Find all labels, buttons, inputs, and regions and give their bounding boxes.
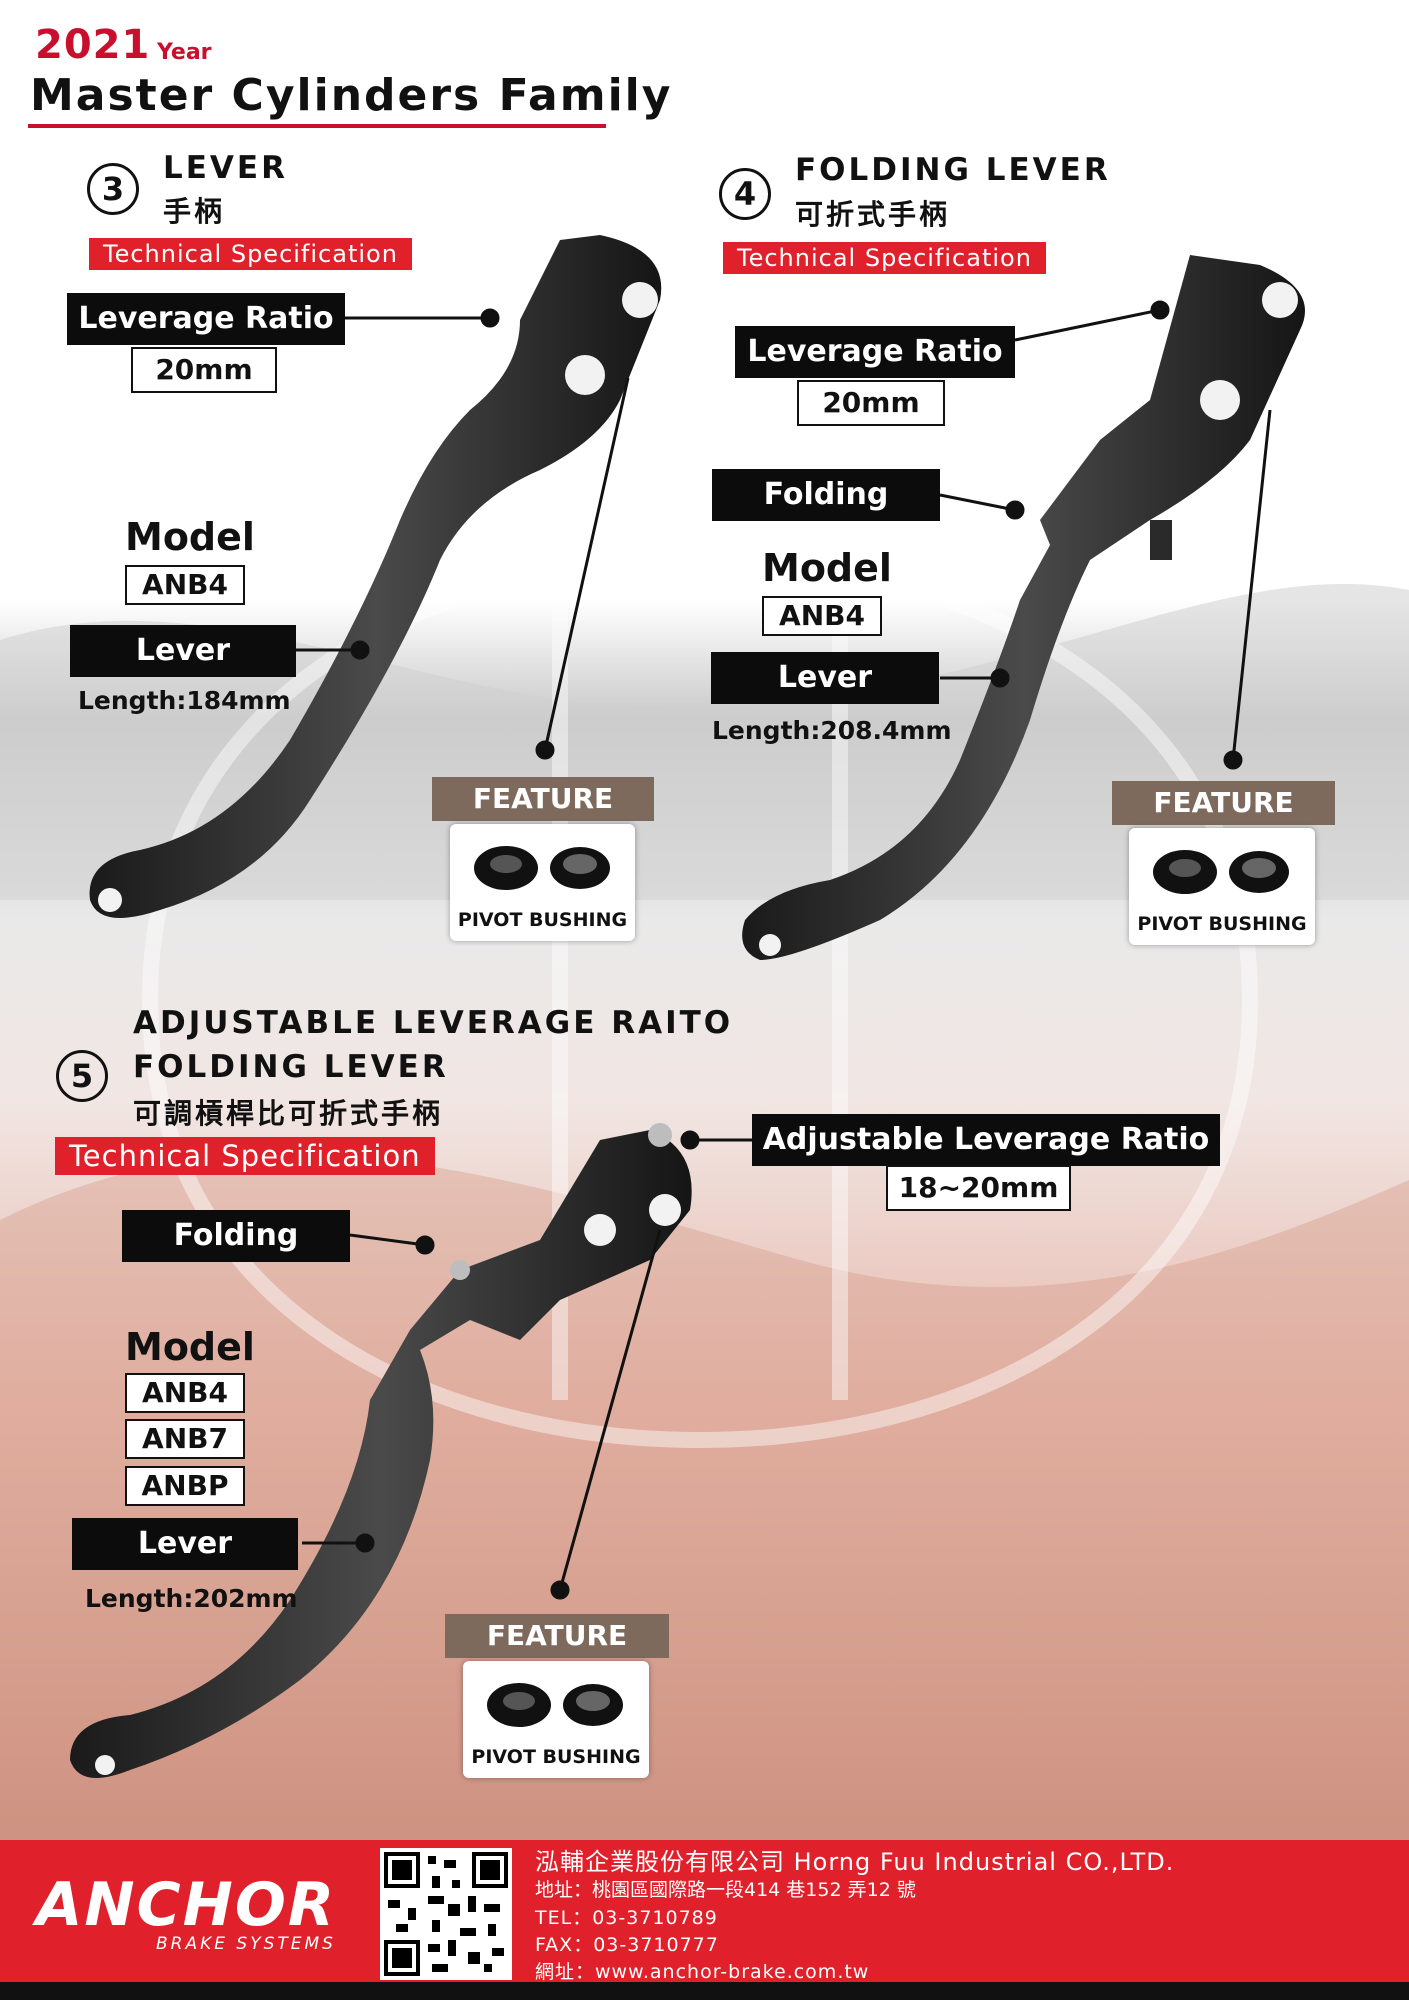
section-3-feature-text: PIVOT BUSHING: [457, 909, 628, 931]
section-4-title-zh: 可折式手柄: [795, 198, 951, 231]
section-3-lever-label: Lever: [70, 625, 296, 677]
section-4-title: FOLDING LEVER: [795, 152, 1111, 188]
section-5-title-line-2: FOLDING LEVER: [133, 1049, 449, 1085]
section-3-number: 3: [87, 163, 139, 215]
section-5-feature-card: PIVOT BUSHING: [463, 1661, 649, 1778]
section-5-tech-spec: Technical Specification: [55, 1137, 435, 1175]
pivot-bushing-icon: [474, 846, 610, 890]
section-3-title: LEVER: [163, 150, 288, 186]
section-5-number: 5: [56, 1050, 108, 1102]
section-4-leverage-label: Leverage Ratio: [735, 326, 1015, 378]
section-3-leverage-label: Leverage Ratio: [67, 293, 345, 345]
section-4-folding-label: Folding: [712, 469, 940, 521]
section-4-number: 4: [719, 168, 771, 220]
logo-text: ANCHOR: [36, 1870, 337, 1940]
section-4-feature-card: PIVOT BUSHING: [1129, 828, 1315, 945]
company-name: 泓輔企業股份有限公司 Horng Fuu Industrial CO.,LTD.: [535, 1848, 1175, 1876]
footer-bar: [0, 1840, 1409, 2000]
section-5-title-zh: 可調槓桿比可折式手柄: [133, 1097, 444, 1130]
section-5-model-label: Model: [125, 1325, 255, 1369]
company-address: 地址：桃園區國際路一段414 巷152 弄12 號: [535, 1879, 916, 1901]
lever-5-image: [70, 1123, 692, 1778]
page-title: Master Cylinders Family: [30, 70, 673, 121]
section-5-model-anbp: ANBP: [125, 1466, 245, 1506]
section-5-adjustable-label: Adjustable Leverage Ratio: [752, 1114, 1220, 1166]
qr-code-icon: [384, 1852, 508, 1976]
section-5-model-anb4: ANB4: [125, 1373, 245, 1413]
section-3-feature-card: PIVOT BUSHING: [450, 824, 635, 941]
title-underline: [28, 124, 606, 128]
lever-4-image: [742, 255, 1305, 960]
anchor-logo: ANCHOR BRAKE SYSTEMS: [36, 1870, 356, 1960]
section-3-leverage-value: 20mm: [131, 347, 277, 393]
section-3-tech-spec: Technical Specification: [89, 238, 412, 270]
section-3-title-zh: 手柄: [163, 195, 226, 228]
section-4-length: Length:208.4mm: [712, 716, 952, 745]
section-4-leverage-value: 20mm: [797, 380, 945, 426]
section-3-model-anb4: ANB4: [125, 565, 245, 605]
section-4-feature-text: PIVOT BUSHING: [1137, 913, 1307, 935]
section-4-model-label: Model: [762, 546, 892, 590]
section-5-length: Length:202mm: [85, 1584, 298, 1613]
year-number: 2021: [35, 22, 151, 68]
section-5-adjustable-value: 18~20mm: [886, 1165, 1071, 1211]
section-5-lever-label: Lever: [72, 1518, 298, 1570]
section-4-lever-label: Lever: [711, 652, 939, 704]
section-3-model-label: Model: [125, 515, 255, 559]
section-5-folding-label: Folding: [122, 1210, 350, 1262]
section-5-feature-header: FEATURE: [445, 1614, 669, 1658]
pivot-bushing-icon: [487, 1683, 623, 1727]
pivot-bushing-icon: [1153, 850, 1289, 894]
company-tel: TEL：03-3710789: [535, 1907, 718, 1929]
section-5-title-line-1: ADJUSTABLE LEVERAGE RAITO: [133, 1005, 734, 1041]
year-label: Year: [157, 40, 212, 65]
section-3-length: Length:184mm: [78, 686, 291, 715]
section-4-tech-spec: Technical Specification: [723, 242, 1046, 274]
section-5-model-anb7: ANB7: [125, 1419, 245, 1459]
section-5-feature-text: PIVOT BUSHING: [471, 1746, 641, 1768]
company-fax: FAX：03-3710777: [535, 1934, 719, 1956]
section-4-feature-header: FEATURE: [1112, 781, 1335, 825]
section-3-feature-header: FEATURE: [432, 777, 654, 821]
lever-3-image: [89, 235, 662, 918]
footer-strip: [0, 1982, 1409, 2000]
logo-subtext: BRAKE SYSTEMS: [156, 1934, 336, 1954]
section-4-model-anb4: ANB4: [762, 596, 882, 636]
company-website[interactable]: 網址：www.anchor-brake.com.tw: [535, 1961, 870, 1983]
qr-code: [380, 1848, 512, 1980]
